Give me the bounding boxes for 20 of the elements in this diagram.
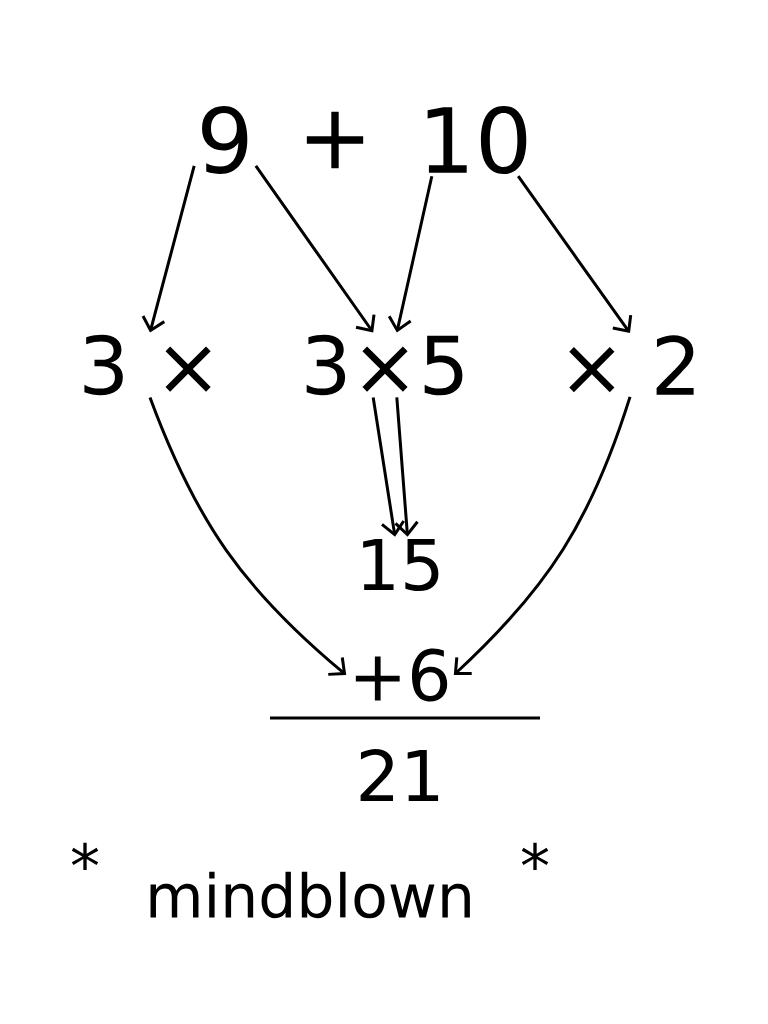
handwritten-number: × 2: [569, 335, 694, 395]
handwritten-number: 9: [202, 105, 248, 175]
arrow: [516, 175, 633, 334]
handwritten-number: 3 ×: [84, 334, 211, 396]
handwritten-number: 10: [427, 105, 527, 175]
handwritten-number: 3×5: [306, 334, 463, 396]
handwritten-text: mindblown: [150, 871, 470, 919]
arrow: [141, 165, 196, 333]
arrow: [254, 165, 376, 333]
handwritten-text: *: [521, 842, 549, 871]
handwritten-number: 21: [360, 749, 439, 801]
arrow: [371, 397, 405, 537]
handwritten-text: +: [306, 111, 364, 169]
arrow: [148, 396, 347, 676]
handwritten-text: *: [71, 842, 99, 871]
arrow: [453, 396, 632, 675]
arrow: [394, 397, 419, 537]
handwritten-number: +6: [355, 648, 448, 702]
handwritten-number: 15: [363, 539, 439, 591]
arrow: [387, 175, 434, 333]
